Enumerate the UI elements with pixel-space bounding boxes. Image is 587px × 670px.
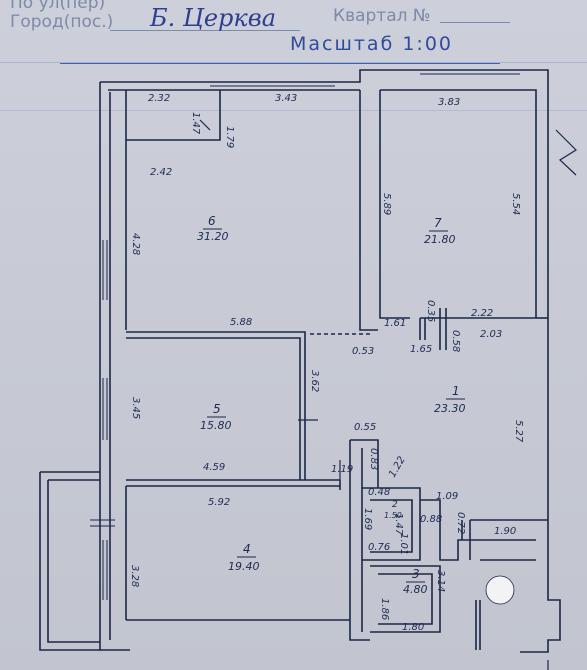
room-number: 7 [434, 216, 442, 230]
room-area: 23.30 [434, 402, 466, 415]
dimension: 0.72 [455, 512, 466, 534]
dimension: 0.76 [368, 542, 390, 553]
dimension: 1.09 [436, 491, 458, 502]
room-number: 6 [208, 214, 216, 228]
dimension: 1.19 [331, 464, 353, 475]
dimension: 0.35 [425, 300, 436, 322]
room-area: 21.80 [424, 233, 456, 246]
room-number-underlines [203, 228, 465, 583]
dimension: 1.86 [379, 598, 390, 620]
room-area: 31.20 [197, 230, 229, 243]
scale-label: Масштаб 1:00 [290, 33, 454, 55]
dimension: 4.28 [130, 233, 141, 255]
dimension: 1.22 [387, 455, 408, 480]
dimension: 1.79 [224, 126, 235, 148]
dimension: 1.69 [362, 508, 373, 530]
dimension: 3.62 [309, 370, 320, 392]
ruled-line [0, 110, 587, 111]
dimension: 2.22 [471, 308, 493, 319]
ruled-line [0, 62, 587, 63]
dimension: 5.92 [208, 497, 230, 508]
room-area: 15.80 [200, 419, 232, 432]
dimension: 1.80 [402, 622, 424, 633]
dimension: 1.61 [384, 318, 406, 329]
dimension: 5.54 [510, 193, 521, 215]
dimension: 2.32 [148, 93, 170, 104]
plan-walls [39, 69, 561, 653]
dimension: 5.88 [230, 317, 252, 328]
dimension: 0.55 [354, 422, 376, 433]
dimension: 4.59 [203, 462, 225, 473]
city-underline [110, 30, 300, 31]
scale-underline [60, 63, 500, 64]
city-label: Город(пос.) [10, 12, 114, 32]
dimension: 1.65 [410, 344, 432, 355]
dimension: 0.88 [420, 514, 442, 525]
room-area: 4.80 [403, 583, 428, 596]
dimension: 1.47 [190, 112, 201, 135]
partition-marks [199, 119, 577, 670]
street-label: По ул(пер) [10, 0, 106, 13]
block-label: Квартал № [333, 6, 431, 26]
room-number: 1 [452, 384, 460, 398]
dimension: 3.14 [435, 570, 446, 592]
dimension: 5.89 [381, 193, 392, 215]
room-area: 19.40 [228, 560, 260, 573]
room-number: 5 [213, 402, 221, 416]
dimension: 1.01 [398, 533, 409, 555]
dimension: 0.58 [450, 330, 461, 352]
dimension: 2.42 [150, 167, 172, 178]
city-value: Б. Церква [150, 4, 276, 32]
dimension: 3.83 [438, 97, 460, 108]
entrance-marker [485, 575, 515, 605]
dimension: 3.45 [130, 397, 141, 419]
left-windows [90, 240, 115, 600]
dimension-labels: 2.32 1.47 1.79 3.43 3.83 2.42 5.89 5.54 … [129, 93, 524, 633]
dimension: 1.90 [494, 526, 516, 537]
dimension: 2.03 [480, 329, 502, 340]
room-number: 3 [412, 567, 420, 581]
dimension: 3.28 [129, 565, 140, 587]
dimension: 0.53 [352, 346, 374, 357]
block-underline [440, 22, 510, 23]
dimension: 0.48 [368, 487, 390, 498]
dimension: 3.43 [275, 93, 297, 104]
dimension: 0.83 [368, 448, 379, 470]
room-number: 2 [392, 500, 398, 510]
dimension: 5.27 [513, 420, 524, 443]
room-number: 4 [243, 542, 251, 556]
dimension: 1.47 [393, 513, 404, 536]
room-area: 1.50 [384, 511, 402, 520]
